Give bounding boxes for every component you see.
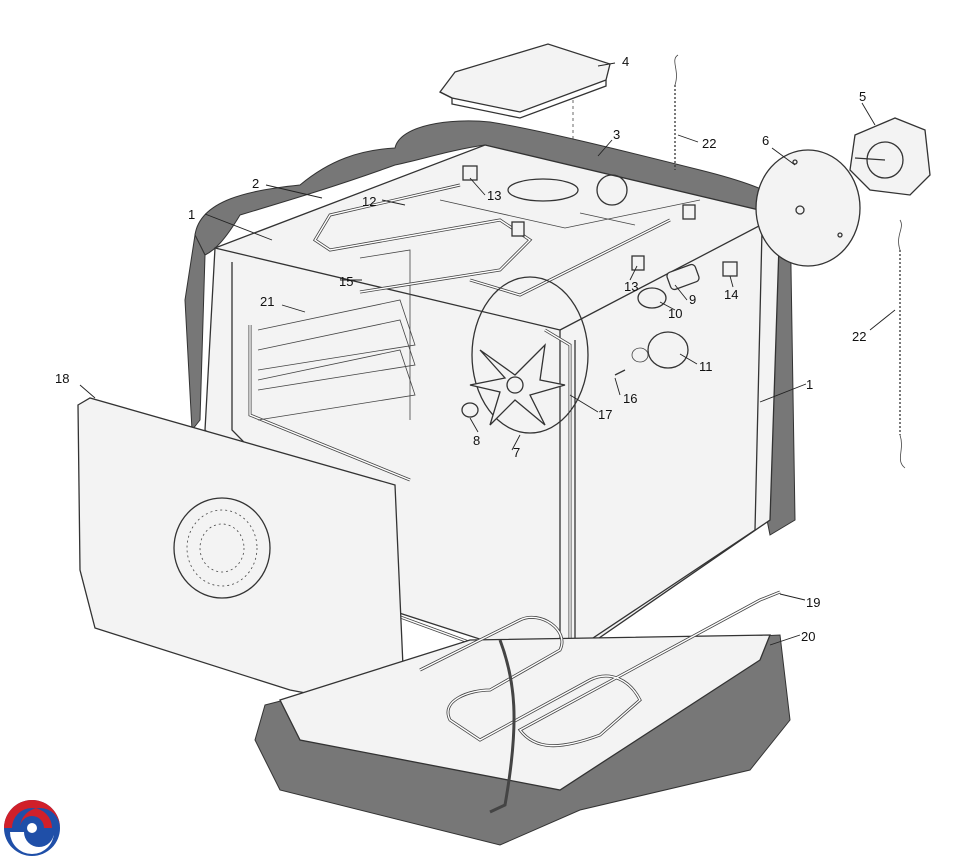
callout-6: 6 bbox=[762, 133, 769, 148]
grill-element-part bbox=[312, 183, 671, 297]
fan-blade-part bbox=[469, 343, 566, 426]
callout-19: 19 bbox=[806, 595, 820, 610]
lamp-glass-part bbox=[631, 331, 689, 369]
callout-labels: 1 2 3 4 5 6 7 8 9 10 11 12 13 13 14 15 1… bbox=[55, 54, 866, 644]
spring-top-part bbox=[674, 54, 679, 170]
callout-16: 16 bbox=[623, 391, 637, 406]
callout-8: 8 bbox=[473, 433, 480, 448]
element-bracket-parts bbox=[462, 165, 738, 376]
callout-21: 21 bbox=[260, 294, 274, 309]
callout-22-side: 22 bbox=[852, 329, 866, 344]
callout-14: 14 bbox=[724, 287, 738, 302]
lamp-bulb-part bbox=[637, 287, 667, 309]
callout-1-right: 1 bbox=[806, 377, 813, 392]
callout-22-top: 22 bbox=[702, 136, 716, 151]
bottom-element-part bbox=[419, 590, 781, 814]
fan-plate-part bbox=[755, 149, 861, 267]
callout-4: 4 bbox=[622, 54, 629, 69]
callout-7: 7 bbox=[513, 445, 520, 460]
side-rack-part bbox=[248, 249, 416, 482]
callout-2: 2 bbox=[252, 176, 259, 191]
callout-12: 12 bbox=[362, 194, 376, 209]
lamp-holder-part bbox=[666, 263, 700, 291]
spring-side-part bbox=[898, 219, 906, 469]
fan-motor-part bbox=[849, 117, 931, 196]
callout-9: 9 bbox=[689, 292, 696, 307]
callout-5: 5 bbox=[859, 89, 866, 104]
callout-17: 17 bbox=[598, 407, 612, 422]
bottom-base-part bbox=[254, 634, 791, 846]
fan-nut-part bbox=[461, 402, 479, 418]
callout-15: 15 bbox=[339, 274, 353, 289]
top-cover-part bbox=[439, 43, 611, 140]
callout-13-right: 13 bbox=[624, 279, 638, 294]
callout-20: 20 bbox=[801, 629, 815, 644]
leader-lines bbox=[79, 62, 896, 646]
callout-11: 11 bbox=[699, 359, 713, 374]
callout-3: 3 bbox=[613, 127, 620, 142]
callout-10: 10 bbox=[668, 306, 682, 321]
callout-1-top: 1 bbox=[188, 207, 195, 222]
callout-13-left: 13 bbox=[487, 188, 501, 203]
spiral-logo-icon bbox=[4, 800, 60, 856]
callout-18: 18 bbox=[55, 371, 69, 386]
